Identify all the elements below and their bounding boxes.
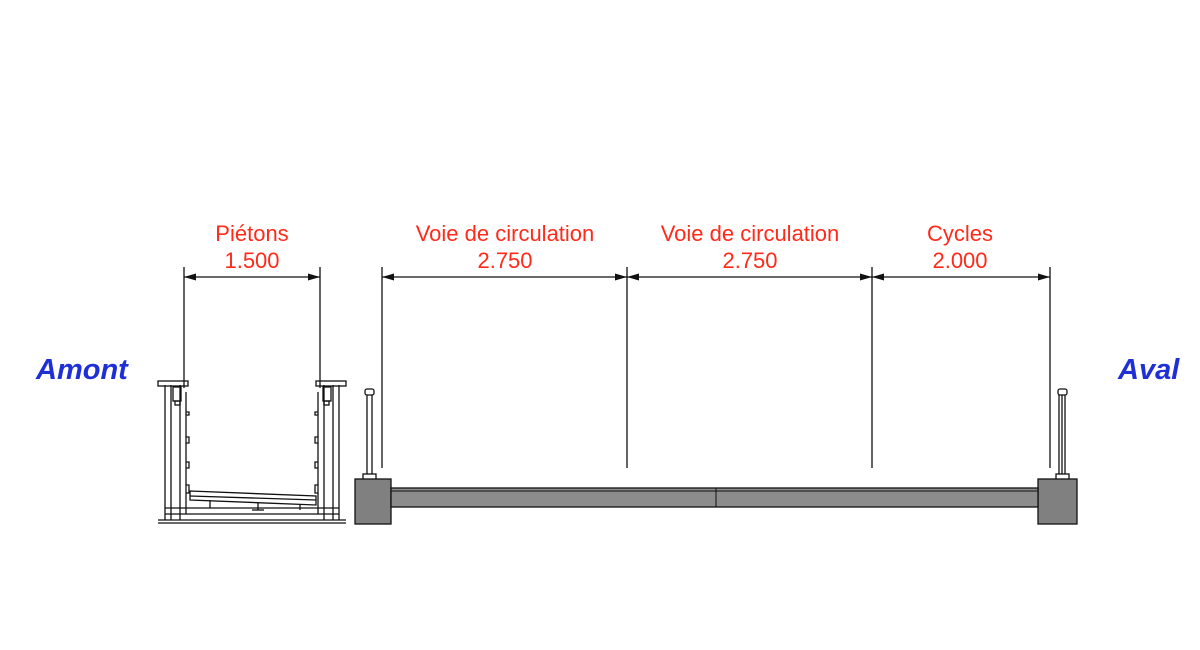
- zone-width-lane-2: 2.750: [722, 248, 777, 273]
- zone-label-lane-2: Voie de circulation: [661, 221, 840, 246]
- dimension-line-roadway: [381, 267, 1051, 468]
- roadway-deck-section: [354, 388, 1078, 525]
- zone-label-lane-1: Voie de circulation: [416, 221, 595, 246]
- left-curb: [354, 478, 392, 525]
- footbridge-section: [157, 380, 347, 524]
- zone-width-pietons: 1.500: [224, 248, 279, 273]
- left-barrier: [362, 388, 377, 481]
- zone-label-pietons: Piétons: [215, 221, 288, 246]
- zone-label-cycles: Cycles: [927, 221, 993, 246]
- side-label-upstream: Amont: [35, 354, 129, 386]
- zone-width-cycles: 2.000: [932, 248, 987, 273]
- deck-slab: [390, 487, 1039, 508]
- right-barrier: [1055, 388, 1070, 481]
- side-label-downstream: Aval: [1117, 354, 1180, 386]
- right-curb: [1037, 478, 1078, 525]
- zone-width-lane-1: 2.750: [477, 248, 532, 273]
- dimension-line-pietons: [183, 267, 321, 388]
